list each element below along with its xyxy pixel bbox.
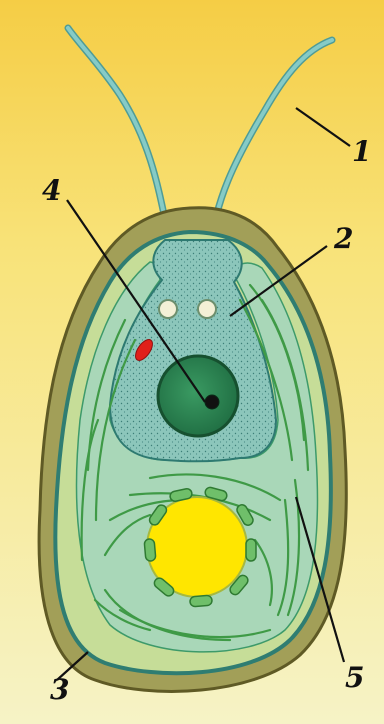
label-5: 5	[345, 661, 364, 694]
nucleus	[158, 356, 238, 436]
label-1: 1	[352, 135, 371, 168]
contractile-vacuole-right	[198, 300, 216, 318]
nucleolus	[205, 395, 219, 409]
label-2: 2	[333, 222, 353, 255]
label-4: 4	[42, 174, 61, 207]
label-3: 3	[50, 673, 69, 706]
contractile-vacuole-left	[159, 300, 177, 318]
